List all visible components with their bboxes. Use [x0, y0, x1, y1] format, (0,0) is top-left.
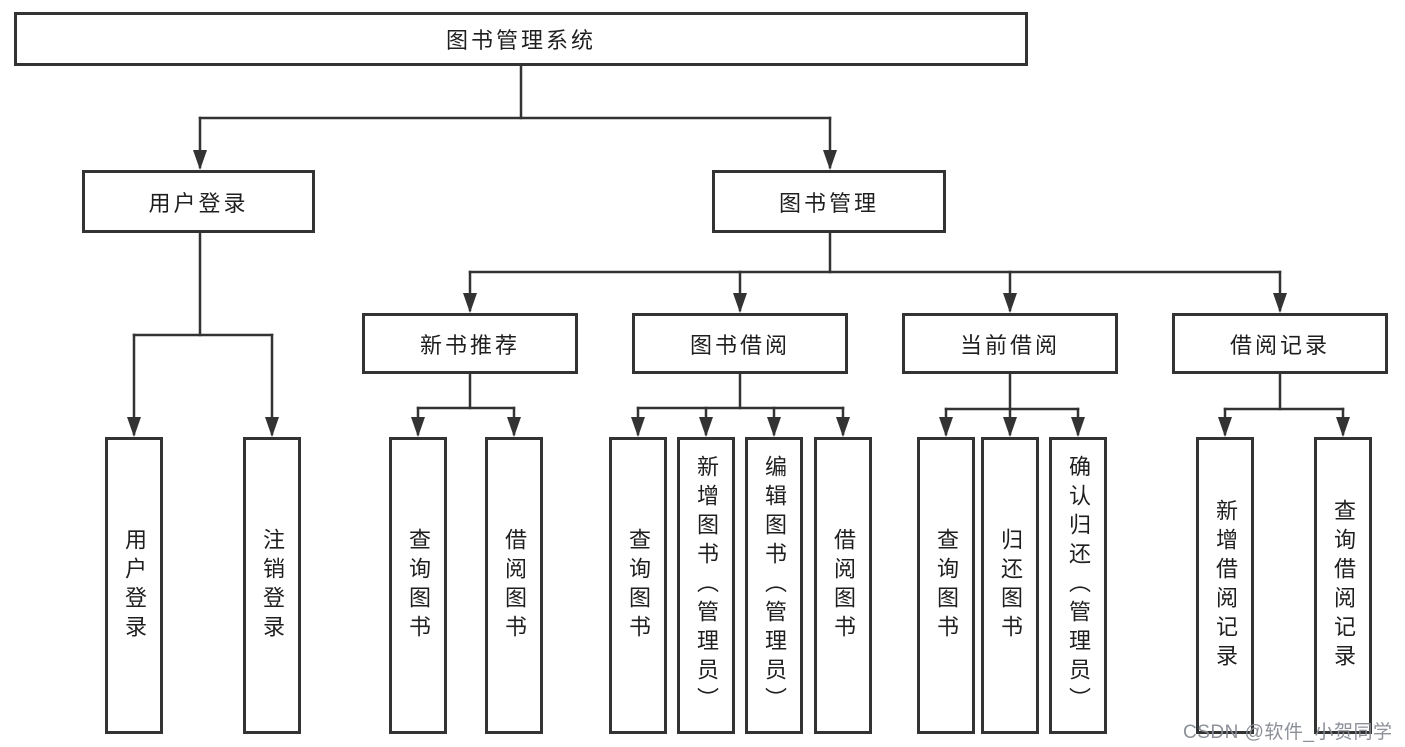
node-root-library-management-system: 图书管理系统 — [14, 12, 1028, 66]
node-user-login-branch-label: 用户登录 — [148, 190, 249, 216]
node-book-management-label: 图书管理 — [778, 190, 879, 216]
leaf-records-query-borrow-record-label: 查询借阅记录 — [1331, 498, 1356, 673]
node-user-login-branch: 用户登录 — [82, 170, 315, 233]
leaf-borrowing-query-books-label: 查询图书 — [626, 527, 651, 644]
leaf-recommend-borrow-books: 借阅图书 — [485, 437, 543, 734]
leaf-current-confirm-return-admin: 确认归还（管理员） — [1049, 437, 1107, 734]
node-borrowing-records-label: 借阅记录 — [1229, 332, 1330, 358]
leaf-recommend-query-books: 查询图书 — [389, 437, 447, 734]
node-current-borrowing: 当前借阅 — [902, 313, 1118, 374]
leaf-borrowing-query-books: 查询图书 — [609, 437, 667, 734]
node-new-book-recommendation-label: 新书推荐 — [419, 332, 520, 358]
leaf-recommend-query-books-label: 查询图书 — [406, 527, 431, 644]
node-book-borrowing: 图书借阅 — [632, 313, 848, 374]
leaf-current-confirm-return-admin-label: 确认归还（管理员） — [1066, 455, 1091, 716]
leaf-current-query-books-label: 查询图书 — [934, 527, 959, 644]
leaf-borrowing-add-books-admin: 新增图书（管理员） — [677, 437, 735, 734]
leaf-borrowing-borrow-books: 借阅图书 — [814, 437, 872, 734]
node-new-book-recommendation: 新书推荐 — [362, 313, 578, 374]
csdn-watermark: CSDN @软件_小贺同学 — [1183, 722, 1393, 743]
leaf-user-login: 用户登录 — [105, 437, 163, 734]
leaf-borrowing-add-books-admin-label: 新增图书（管理员） — [694, 455, 719, 716]
leaf-borrowing-edit-books-admin-label: 编辑图书（管理员） — [762, 455, 787, 716]
leaf-records-add-borrow-record-label: 新增借阅记录 — [1213, 498, 1238, 673]
leaf-current-return-books-label: 归还图书 — [998, 527, 1023, 644]
leaf-user-login-label: 用户登录 — [122, 527, 147, 644]
leaf-recommend-borrow-books-label: 借阅图书 — [502, 527, 527, 644]
leaf-borrowing-borrow-books-label: 借阅图书 — [831, 527, 856, 644]
node-root-label: 图书管理系统 — [445, 28, 596, 53]
node-current-borrowing-label: 当前借阅 — [959, 332, 1060, 358]
node-borrowing-records: 借阅记录 — [1172, 313, 1388, 374]
leaf-records-query-borrow-record: 查询借阅记录 — [1314, 437, 1372, 734]
node-book-borrowing-label: 图书借阅 — [689, 332, 790, 358]
node-book-management: 图书管理 — [712, 170, 946, 233]
leaf-records-add-borrow-record: 新增借阅记录 — [1196, 437, 1254, 734]
leaf-logout-label: 注销登录 — [260, 527, 285, 644]
leaf-logout: 注销登录 — [243, 437, 301, 734]
leaf-current-query-books: 查询图书 — [917, 437, 975, 734]
leaf-borrowing-edit-books-admin: 编辑图书（管理员） — [745, 437, 803, 734]
leaf-current-return-books: 归还图书 — [981, 437, 1039, 734]
